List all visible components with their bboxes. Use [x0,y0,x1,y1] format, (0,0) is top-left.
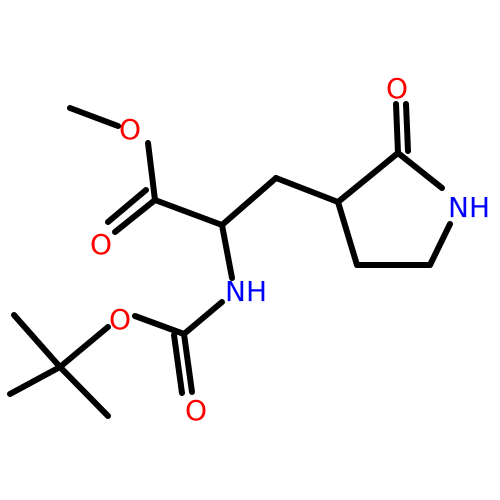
bond-ester-carbonyl-1 [112,197,158,235]
bond-lactam-carbonyl-2 [403,101,411,154]
bond-ring-c2-n [395,150,445,191]
bond-ester-alpha [152,197,225,228]
atom-label-boc-ester-oxygen: O [109,303,131,336]
bond-ester-carbonyl-2 [105,187,149,225]
bond-methyl-oxygen [67,105,121,129]
bond-carbamate-c-o-double-2 [171,332,185,396]
atom-label-boc-carbonyl-oxygen: O [185,394,207,427]
bond-ring-n-c5 [427,221,453,268]
bond-alpha-nh [219,222,235,281]
bond-ester-oxygen-carbon [145,140,158,203]
bond-nh-carbamate-c [181,299,225,337]
atom-label-amide-nh: NH [225,275,267,308]
bond-carbamate-c-o-double-1 [181,331,195,395]
bond-tbu-methyl-3 [57,364,111,419]
bond-ring-c4-c3 [335,199,360,268]
atom-label-lactam-oxygen: O [386,72,408,105]
bond-tbu-methyl-1 [11,312,63,370]
bond-tbu-methyl-2 [7,364,63,397]
bond-ch2-ring [273,175,341,205]
bond-carbamate-c-o [132,313,187,337]
bond-ring-c3-c2 [335,150,401,205]
bond-oxygen-tert-butyl [57,324,111,370]
atom-label-ester-carbonyl-oxygen: O [90,228,112,261]
bond-alpha-ch2 [219,175,279,228]
atom-label-lactam-nh: NH [448,191,490,224]
atom-label-ester-oxygen: O [119,113,141,146]
bond-lactam-carbonyl-1 [393,101,401,156]
